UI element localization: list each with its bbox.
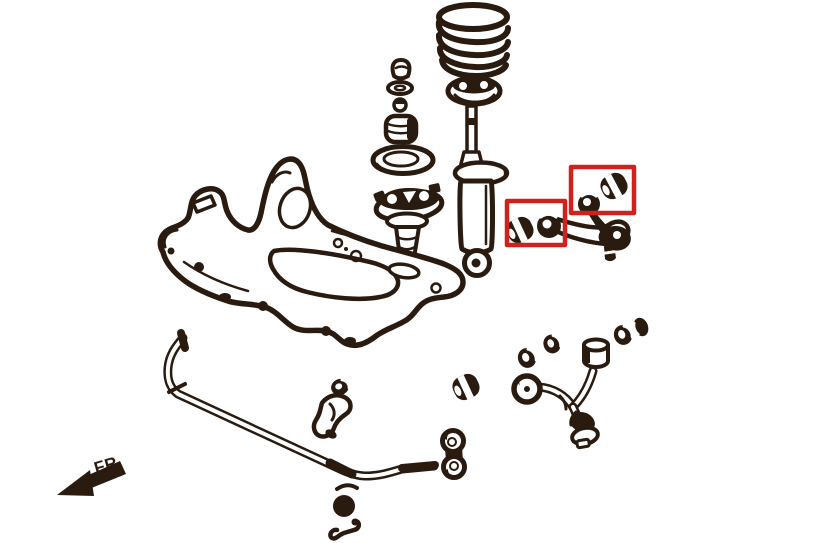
strut-rod-nut — [390, 58, 412, 81]
bushing-ring — [613, 324, 634, 345]
subframe-crossmember — [157, 156, 466, 349]
washer — [386, 80, 414, 96]
bushing-cap — [632, 317, 649, 337]
bushing-ring — [517, 347, 538, 368]
strut-small-parts — [370, 58, 436, 176]
stabilizer-end-link — [440, 428, 467, 480]
bushing-ring — [543, 334, 563, 354]
stabilizer-bar-bracket — [311, 378, 353, 439]
pin-and-ball-parts — [328, 483, 362, 541]
cotter-pin — [328, 518, 362, 541]
upper-spring-seat — [445, 75, 503, 107]
lower-control-arm — [511, 337, 610, 450]
stabilizer-bar — [163, 329, 439, 481]
highlight-box-rear-bushing — [568, 164, 637, 216]
highlight-box-front-bushing — [504, 198, 568, 248]
fr-direction-arrow: FR. — [57, 452, 126, 496]
upper-arm-front-bushing — [506, 216, 534, 244]
upper-arm-rear-bushing — [600, 172, 628, 200]
strut-upper-mount — [373, 183, 445, 262]
ball-stud — [333, 495, 355, 517]
upper-control-arm — [506, 172, 631, 262]
bushing-cylinder — [452, 373, 480, 401]
shock-absorber — [452, 104, 510, 278]
coil-spring — [435, 2, 511, 79]
